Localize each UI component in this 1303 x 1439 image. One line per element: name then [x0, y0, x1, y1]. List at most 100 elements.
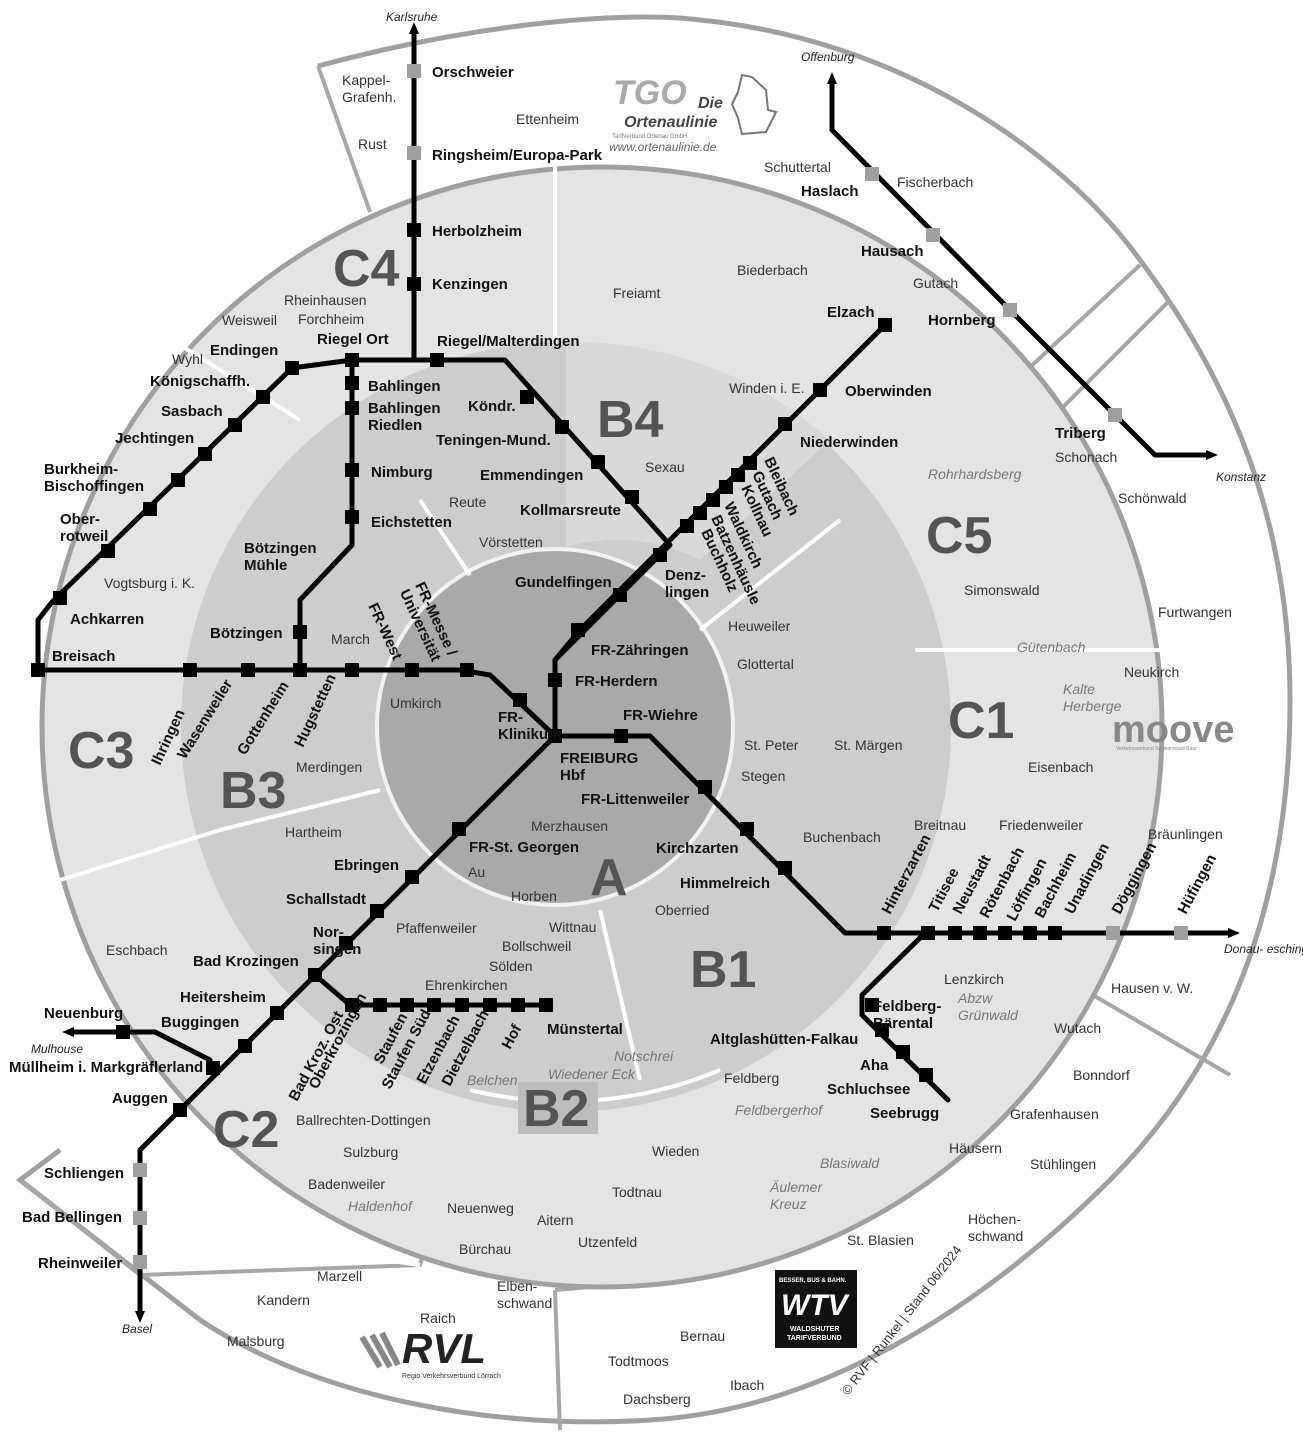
station-stop: [238, 1039, 252, 1053]
station-label-aha: Aha: [860, 1057, 889, 1074]
station-label-haslach: Haslach: [801, 183, 859, 200]
tgo-logo-main: TGO: [613, 74, 687, 112]
station-stop: [877, 926, 891, 940]
station-label-hüfingen: Hüfingen: [1175, 852, 1221, 917]
tgo-logo-name: Ortenaulinie: [624, 114, 717, 131]
station-stop: [173, 1103, 187, 1117]
external-station-stop: [133, 1163, 147, 1177]
station-label-riegel-malterdingen: Riegel/Malterdingen: [437, 333, 580, 350]
station-label-herbolzheim: Herbolzheim: [432, 223, 522, 240]
station-label-bad-bellingen: Bad Bellingen: [22, 1209, 122, 1226]
station-stop: [571, 623, 585, 637]
place-label-schonach: Schonach: [1055, 449, 1117, 465]
tgo-logo-small: Tarifverbund Ortenau GmbH: [612, 134, 687, 140]
station-stop: [778, 417, 792, 431]
place-label-todtmoos: Todtmoos: [608, 1353, 669, 1369]
station-stop: [405, 663, 419, 677]
station-stop: [998, 926, 1012, 940]
place-label-feldbergerhof: Feldbergerhof: [735, 1102, 824, 1118]
station-stop: [865, 998, 879, 1012]
station-label-teningen-mund: Teningen-Mund.: [436, 432, 551, 449]
place-label-bollschweil: Bollschweil: [502, 938, 571, 954]
zone-label-b2: B2: [523, 1080, 589, 1138]
place-label-forchheim: Forchheim: [298, 311, 364, 327]
station-label-breisach: Breisach: [52, 648, 115, 665]
place-label-schuttertal: Schuttertal: [764, 159, 831, 175]
dir-donaueschingen: Donau- eschingen: [1224, 942, 1303, 956]
place-label-furtwangen: Furtwangen: [1158, 604, 1232, 620]
station-stop: [198, 447, 212, 461]
place-label-rohrhardsberg: Rohrhardsberg: [928, 466, 1022, 482]
external-station-stop: [865, 167, 879, 181]
place-label-ibach: Ibach: [730, 1377, 764, 1393]
station-stop: [373, 998, 387, 1012]
place-label-breitnau: Breitnau: [914, 817, 966, 833]
station-stop: [731, 468, 745, 482]
place-label-pfaffenweiler: Pfaffenweiler: [396, 920, 477, 936]
station-label-niederwinden: Niederwinden: [800, 434, 898, 451]
place-label-reute: Reute: [449, 494, 487, 510]
dir-karlsruhe: Karlsruhe: [386, 10, 438, 24]
station-stop: [452, 822, 466, 836]
place-label-neuenweg: Neuenweg: [447, 1200, 514, 1216]
station-label-münstertal: Münstertal: [547, 1021, 623, 1038]
place-label-bräunlingen: Bräunlingen: [1148, 826, 1223, 842]
zone-label-a: A: [590, 849, 628, 907]
place-label-weisweil: Weisweil: [222, 312, 277, 328]
place-label-sölden: Sölden: [489, 958, 533, 974]
place-label-schönwald: Schönwald: [1118, 490, 1187, 506]
station-stop: [743, 456, 757, 470]
station-label-neuenburg: Neuenburg: [44, 1005, 123, 1022]
station-stop: [625, 490, 639, 504]
arrow-mulhouse-icon: [62, 1027, 74, 1037]
station-stop: [206, 1061, 220, 1075]
station-label-fr-st-georgen: FR-St. Georgen: [469, 839, 579, 856]
station-stop: [653, 548, 667, 562]
place-label-st-blasien: St. Blasien: [847, 1232, 914, 1248]
region-divider-north: [316, 65, 372, 213]
station-label-schallstadt: Schallstadt: [286, 891, 366, 908]
place-label-utzenfeld: Utzenfeld: [578, 1234, 637, 1250]
station-stop: [345, 998, 359, 1012]
place-label-hartheim: Hartheim: [285, 824, 342, 840]
place-label-blasiwald: Blasiwald: [820, 1155, 880, 1171]
station-stop: [555, 420, 569, 434]
station-stop: [693, 506, 707, 520]
station-label-ober-rotweil: Ober-rotweil: [60, 511, 108, 545]
station-stop: [921, 926, 935, 940]
station-label-emmendingen: Emmendingen: [480, 467, 583, 484]
tgo-logo-url: www.ortenaulinie.de: [609, 140, 717, 154]
wtv-logo-box: [775, 1270, 857, 1348]
place-label-friedenweiler: Friedenweiler: [999, 817, 1083, 833]
station-label-oberwinden: Oberwinden: [845, 383, 932, 400]
station-stop: [511, 998, 525, 1012]
station-stop: [483, 998, 497, 1012]
zone-label-c2: C2: [213, 1101, 279, 1159]
place-label-raich: Raich: [420, 1310, 456, 1326]
station-stop: [460, 663, 474, 677]
station-stop: [875, 1023, 889, 1037]
arrow-konstanz-icon: [1206, 450, 1218, 460]
zone-label-c4: C4: [333, 240, 400, 298]
station-stop: [228, 418, 242, 432]
station-stop: [345, 353, 359, 367]
wtv-logo-top: BESSER, BUS & BAHN.: [779, 1278, 847, 1284]
dir-mulhouse: Mulhouse: [31, 1042, 83, 1056]
station-stop: [680, 519, 694, 533]
station-label-schluchsee: Schluchsee: [827, 1081, 910, 1098]
place-label-freiamt: Freiamt: [613, 285, 661, 301]
station-stop: [116, 1025, 130, 1039]
zone-label-c3: C3: [68, 722, 134, 780]
station-stop: [591, 455, 605, 469]
station-label-hausach: Hausach: [861, 243, 924, 260]
place-label-wieden: Wieden: [652, 1143, 699, 1159]
place-label-haldenhof: Haldenhof: [348, 1198, 414, 1214]
place-label-march: March: [331, 631, 370, 647]
arrow-basel-icon: [135, 1311, 145, 1323]
external-station-stop: [1003, 303, 1017, 317]
station-stop: [339, 936, 353, 950]
station-label-nimburg: Nimburg: [371, 464, 433, 481]
station-label-feldberg-bärental: Feldberg-Bärental: [873, 998, 941, 1032]
